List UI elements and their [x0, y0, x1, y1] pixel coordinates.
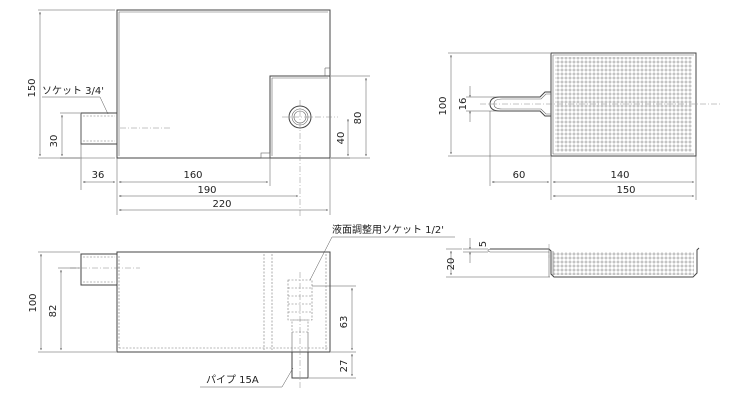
dim-27: 27	[339, 360, 350, 373]
dim-80: 80	[353, 112, 364, 125]
dim-82: 82	[48, 305, 59, 318]
front-tank-outline	[116, 251, 331, 353]
dim-60: 60	[513, 170, 526, 181]
dim-150: 150	[27, 78, 38, 97]
dim-16: 16	[458, 98, 469, 111]
top-view: 150 ソケット 3/4' 30 40 80 36 160 190 220	[27, 9, 370, 218]
dim-190: 190	[197, 185, 216, 196]
front-view: 100 82 液面調整用ソケット 1/2' 63 27 パイプ 15A	[28, 223, 455, 390]
side-socket	[80, 112, 118, 145]
basket-side-view: 5 20	[446, 238, 700, 278]
dim-220: 220	[212, 199, 231, 210]
dim-5: 5	[478, 241, 489, 247]
dim-150-right: 150	[616, 185, 635, 196]
basket-outline	[550, 52, 697, 157]
tank-outline	[116, 9, 331, 159]
dim-100-front: 100	[28, 293, 39, 312]
socket-1-2-label: 液面調整用ソケット 1/2'	[332, 223, 444, 236]
dim-36: 36	[92, 170, 105, 181]
pipe-15a-label: パイプ 15A	[206, 374, 259, 386]
overflow-compartment	[269, 75, 330, 158]
basket-top-view: 100 16 60 140 150	[438, 52, 720, 200]
socket-3-4-label: ソケット 3/4'	[42, 85, 104, 97]
dim-100-right: 100	[438, 96, 449, 115]
dim-40: 40	[336, 132, 347, 145]
dim-30: 30	[49, 135, 60, 148]
basket-side-outline	[490, 247, 700, 278]
dim-63: 63	[339, 316, 350, 329]
dim-20: 20	[446, 258, 457, 271]
dim-160: 160	[183, 170, 202, 181]
front-side-socket	[80, 253, 118, 286]
dim-140: 140	[610, 170, 629, 181]
